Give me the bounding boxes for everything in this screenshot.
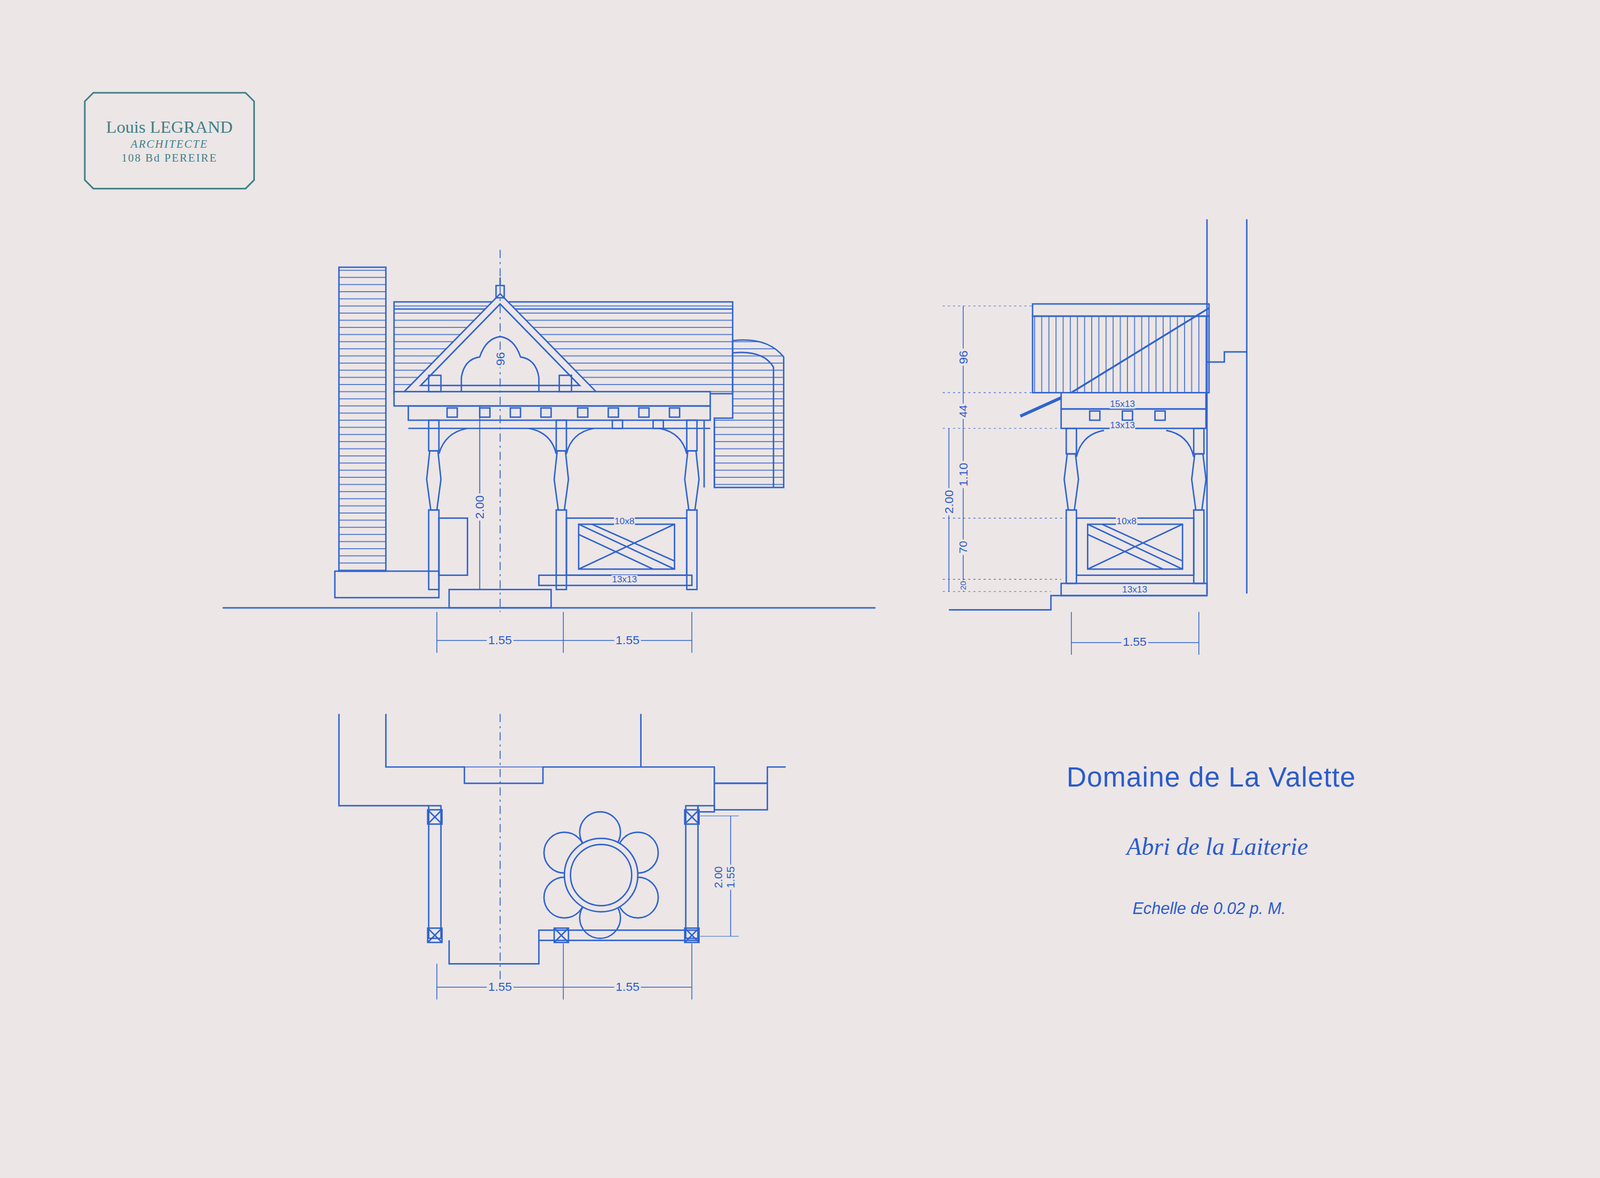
side-elevation xyxy=(942,219,1247,655)
front-elevation xyxy=(222,250,876,653)
dimension-label: 44 xyxy=(957,403,970,419)
dimension-label: 2.00 xyxy=(473,493,487,522)
dimension-label: 13x13 xyxy=(611,574,638,584)
dimension-label: 96 xyxy=(493,350,507,368)
stamp-line: 108 Bd PEREIRE xyxy=(121,151,218,165)
dimension-label: 1.55 xyxy=(486,633,514,647)
scale-note: Echelle de 0.02 p. M. xyxy=(1130,899,1288,917)
architect-stamp: Louis LEGRANDARCHITECTE108 Bd PEREIRE xyxy=(83,91,255,190)
dimension-label: 2.00 xyxy=(712,865,725,891)
dimension-label: 13x13 xyxy=(1121,585,1148,595)
dimension-label: 1.55 xyxy=(724,865,737,891)
dimension-label: 1.55 xyxy=(613,980,642,994)
dimension-label: 13x13 xyxy=(1109,420,1136,430)
dimension-label: 1.10 xyxy=(956,460,971,488)
dimension-label: 10x8 xyxy=(1116,516,1138,526)
sheet-title: Domaine de La Valette xyxy=(1065,763,1358,792)
stamp-border xyxy=(84,92,254,189)
dimension-label: 1.55 xyxy=(1121,635,1149,649)
dimension-label: 10x8 xyxy=(613,516,635,526)
dimension-label: 96 xyxy=(956,348,971,366)
dimension-label: 20 xyxy=(958,580,967,591)
dimension-label: 2.00 xyxy=(942,488,956,516)
dimension-label: 15x13 xyxy=(1109,399,1136,409)
stamp-name: Louis LEGRAND xyxy=(106,116,234,138)
floor-plan xyxy=(339,714,787,1000)
dimension-label: 1.55 xyxy=(486,980,514,994)
stamp-line: ARCHITECTE xyxy=(130,137,208,151)
dimension-label: 70 xyxy=(957,539,970,555)
dimension-label: 1.55 xyxy=(613,633,642,647)
sheet-subtitle: Abri de la Laiterie xyxy=(1124,834,1310,860)
